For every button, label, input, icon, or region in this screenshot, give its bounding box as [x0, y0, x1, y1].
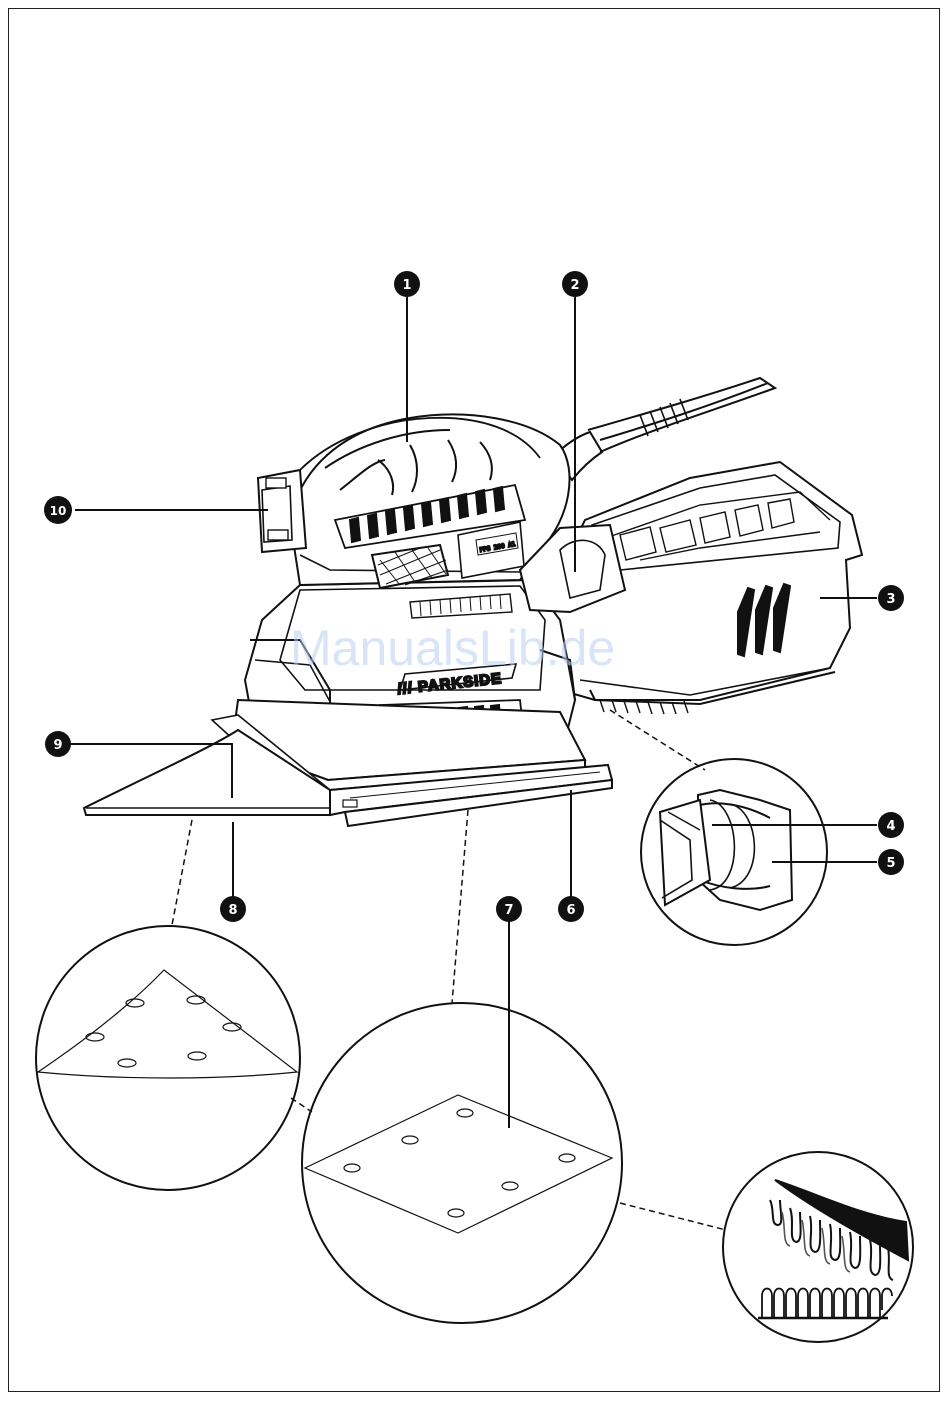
detail-circle-triangle-sheet: [36, 926, 300, 1190]
callout-2: 2: [562, 271, 588, 297]
callout-7: 7: [496, 896, 522, 922]
callout-1-label: 1: [402, 278, 411, 293]
callout-10: 10: [44, 496, 72, 524]
callout-6-label: 6: [566, 903, 575, 918]
watermark: ManualsLib.de: [290, 620, 615, 676]
callout-2-label: 2: [570, 278, 579, 293]
sander-body: PPS 200 A1 /// PARKSIDE: [245, 414, 625, 750]
detail-circle-hook-loop: [723, 1152, 913, 1342]
power-cable: [555, 378, 775, 480]
callout-5: 5: [878, 849, 904, 875]
sanding-base: [84, 700, 612, 826]
callout-1: 1: [394, 271, 420, 297]
callout-10-label: 10: [50, 504, 67, 518]
callout-9: 9: [45, 731, 71, 757]
callout-7-label: 7: [504, 903, 513, 918]
callout-9-label: 9: [53, 738, 62, 753]
callout-8: 8: [220, 896, 246, 922]
detail-circle-dust-port: [641, 759, 827, 945]
callout-4: 4: [878, 812, 904, 838]
detail-circle-square-sheet: [302, 1003, 622, 1323]
callout-3-label: 3: [886, 592, 895, 607]
callout-5-label: 5: [886, 856, 895, 871]
callout-8-label: 8: [228, 903, 237, 918]
callout-3: 3: [878, 585, 904, 611]
callout-6: 6: [558, 896, 584, 922]
callout-4-label: 4: [886, 819, 895, 834]
